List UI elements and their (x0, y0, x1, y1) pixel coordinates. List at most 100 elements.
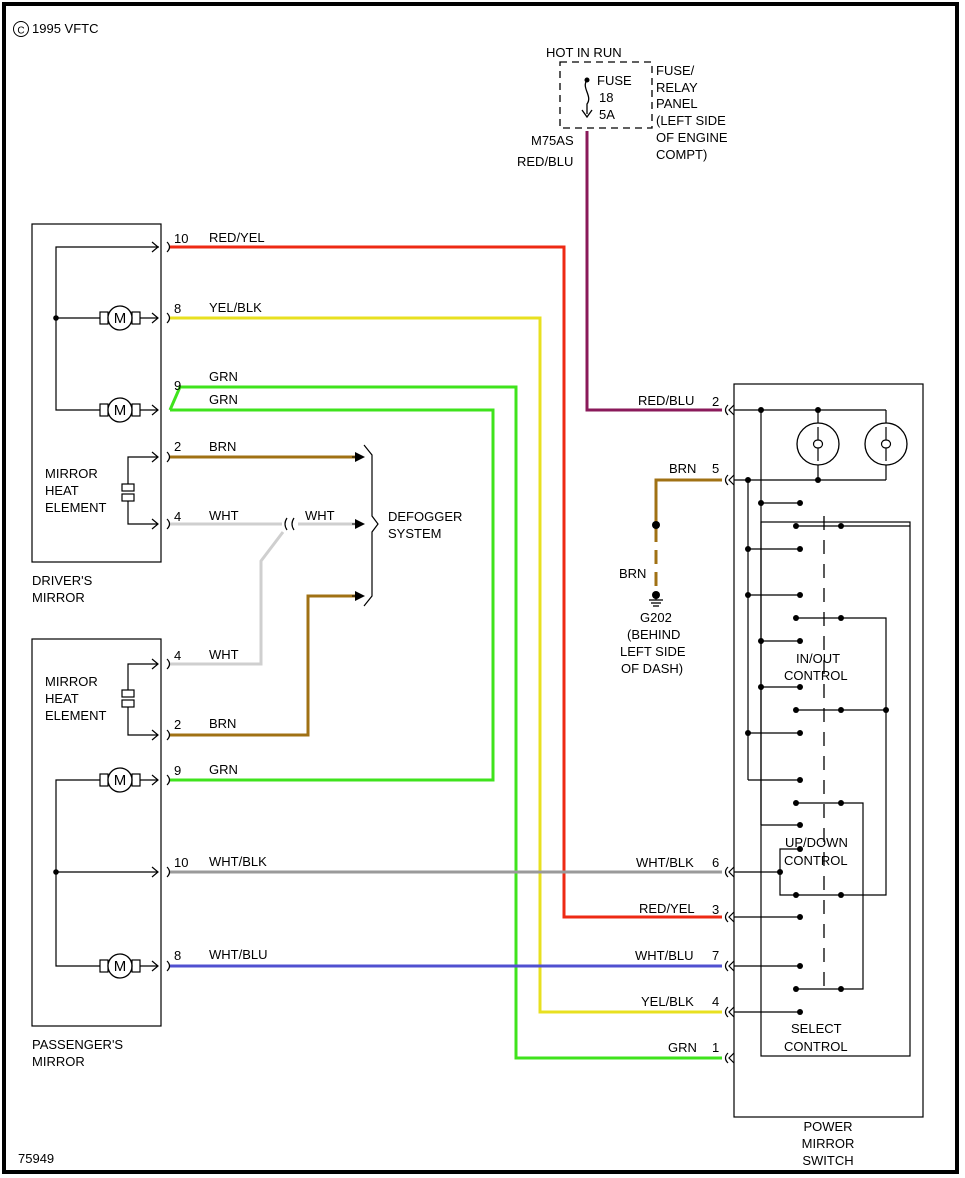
drivers-mirror-label-1: DRIVER'S (32, 573, 93, 588)
in-out-control-label-2: CONTROL (784, 668, 848, 683)
copyright: C 1995 VFTC (13, 21, 98, 37)
drivers-pin-4: 4 (174, 509, 181, 524)
fuse-panel-line-3: PANEL (656, 96, 698, 111)
drivers-pin-8: 8 (174, 301, 181, 316)
fuse-panel-line-1: FUSE/ (656, 63, 695, 78)
up-down-control-label-1: UP/DOWN (785, 835, 848, 850)
passengers-pin-8-color: WHT/BLU (209, 947, 268, 962)
select-control-label-2: CONTROL (784, 1039, 848, 1054)
drivers-heat-label-1: MIRROR (45, 466, 98, 481)
indicator-lamp-icon (864, 422, 908, 466)
drivers-heat-label-2: HEAT (45, 483, 79, 498)
passengers-mirror-label-2: MIRROR (32, 1054, 85, 1069)
up-down-control-label-2: CONTROL (784, 853, 848, 868)
drivers-pin-4-color: WHT (209, 508, 239, 523)
wire-red-blu (585, 131, 722, 412)
passengers-heat-label-3: ELEMENT (45, 708, 106, 723)
ground-location-3: OF DASH) (621, 661, 683, 676)
switch-pin-1: 1 (712, 1040, 719, 1055)
fuse-icon (584, 79, 590, 114)
copyright-symbol: C (17, 26, 24, 37)
drivers-mirror: M M MIRROR HEAT ELEMENT (31, 223, 265, 605)
switch-pin-7-color: WHT/BLU (635, 948, 694, 963)
select-control-label-1: SELECT (791, 1021, 842, 1036)
drivers-pin-10-color: RED/YEL (209, 230, 265, 245)
switch-inner-box (760, 521, 911, 1057)
motor-icon: M (99, 767, 159, 793)
motor-icon: M (99, 305, 159, 331)
wire-brn-passenger (170, 594, 356, 737)
heat-element-icon (121, 451, 159, 530)
fuse-panel-line-2: RELAY (656, 80, 698, 95)
diagram-id: 75949 (18, 1151, 54, 1166)
heat-element-icon (121, 658, 159, 741)
drivers-pin-8-color: YEL/BLK (209, 300, 262, 315)
passengers-heat-label-1: MIRROR (45, 674, 98, 689)
svg-text:M: M (114, 772, 127, 789)
drivers-heat-label-3: ELEMENT (45, 500, 106, 515)
switch-pin-2-color: RED/BLU (638, 393, 694, 408)
drivers-pin-10: 10 (174, 231, 188, 246)
defogger-system: DEFOGGER SYSTEM WHT (284, 444, 462, 607)
switch-pin-4: 4 (712, 994, 719, 1009)
switch-pin-3-color: RED/YEL (639, 901, 695, 916)
ground-location-1: (BEHIND (627, 627, 680, 642)
svg-text:M: M (114, 310, 127, 327)
passengers-mirror-label-1: PASSENGER'S (32, 1037, 123, 1052)
passengers-pin-10-color: WHT/BLK (209, 854, 267, 869)
power-mirror-switch: 2 RED/BLU 5 BRN 6 WHT/BLK 3 RED/YEL 7 WH… (635, 383, 924, 1168)
inline-connector-icon (284, 517, 295, 531)
ground-g202: BRN G202 (BEHIND LEFT SIDE OF DASH) (619, 521, 686, 676)
fuse-number: 18 (599, 90, 613, 105)
switch-pin-5-color: BRN (669, 461, 696, 476)
passengers-pin-10: 10 (174, 855, 188, 870)
circuit-label: M75AS (531, 133, 574, 148)
in-out-control-label-1: IN/OUT (796, 651, 840, 666)
ground-id: G202 (640, 610, 672, 625)
svg-text:M: M (114, 402, 127, 419)
drivers-pin-9-color-b: GRN (209, 392, 238, 407)
switch-pin-2: 2 (712, 394, 719, 409)
wire-wht-passenger (170, 531, 285, 666)
switch-pin-3: 3 (712, 902, 719, 917)
feed-wire-color-label: RED/BLU (517, 154, 573, 169)
fuse-word: FUSE (597, 73, 632, 88)
drivers-pin-9-color-a: GRN (209, 369, 238, 384)
motor-icon: M (99, 397, 159, 423)
fuse-rating: 5A (599, 107, 615, 122)
passengers-heat-label-2: HEAT (45, 691, 79, 706)
switch-pin-4-color: YEL/BLK (641, 994, 694, 1009)
wire-red-yel (170, 245, 722, 919)
wires (168, 131, 722, 1060)
switch-pin-5: 5 (712, 461, 719, 476)
fuse-panel-outline (559, 61, 653, 129)
fuse-panel-line-4: (LEFT SIDE (656, 113, 726, 128)
defogger-label-2: SYSTEM (388, 526, 441, 541)
defogger-bracket (363, 444, 379, 607)
fuse-block: HOT IN RUN FUSE 18 5A FUSE/ RELAY PANEL … (517, 45, 728, 169)
passengers-mirror: MIRROR HEAT ELEMENT M M 4 WHT (31, 638, 268, 1069)
switch-internal-wiring (734, 407, 910, 1015)
svg-text:M: M (114, 958, 127, 975)
ground-location-2: LEFT SIDE (620, 644, 686, 659)
switch-pin-6: 6 (712, 855, 719, 870)
wire-yel-blk (170, 316, 722, 1014)
copyright-text: 1995 VFTC (32, 21, 98, 36)
passengers-pin-9: 9 (174, 763, 181, 778)
drivers-pin-2: 2 (174, 439, 181, 454)
ground-wire-color: BRN (619, 566, 646, 581)
drivers-pin-2-color: BRN (209, 439, 236, 454)
wire-grn-switch (168, 385, 722, 1060)
defogger-label-1: DEFOGGER (388, 509, 462, 524)
fuse-panel-line-5: OF ENGINE (656, 130, 728, 145)
drivers-pin-9: 9 (174, 378, 181, 393)
indicator-lamp-icon (796, 422, 840, 466)
switch-pin-7: 7 (712, 948, 719, 963)
drivers-mirror-box (31, 223, 162, 563)
passengers-pin-4-color: WHT (209, 647, 239, 662)
passengers-pin-2-color: BRN (209, 716, 236, 731)
wire-brn-ground (654, 478, 722, 522)
ground-icon (649, 595, 663, 607)
